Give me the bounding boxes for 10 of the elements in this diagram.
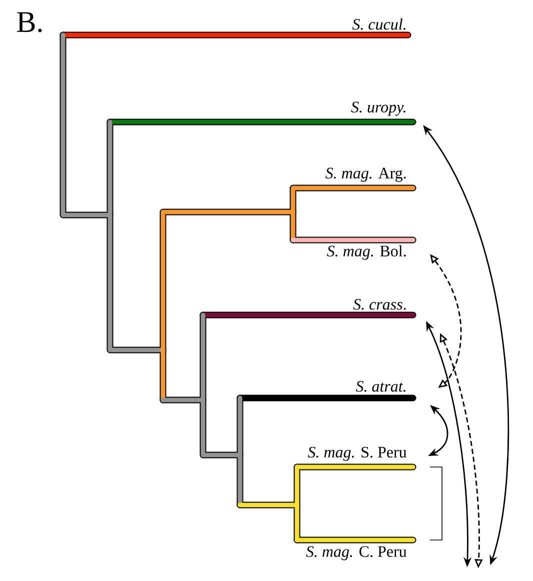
tip-label: S. mag. Arg. (326, 168, 406, 182)
tip-label: S. atrat. (356, 381, 406, 392)
tip-label: S. mag. C. Peru (306, 546, 407, 560)
tip-label: S. crass. (353, 299, 406, 310)
bracket (430, 466, 442, 540)
tip-label: S. uropy. (351, 102, 406, 116)
tip-label: S. cucul. (352, 18, 406, 30)
tip-label: S. mag. Bol. (326, 245, 406, 260)
panel-label: B. (17, 12, 42, 32)
tip-label: S. mag. S. Peru (308, 446, 407, 461)
